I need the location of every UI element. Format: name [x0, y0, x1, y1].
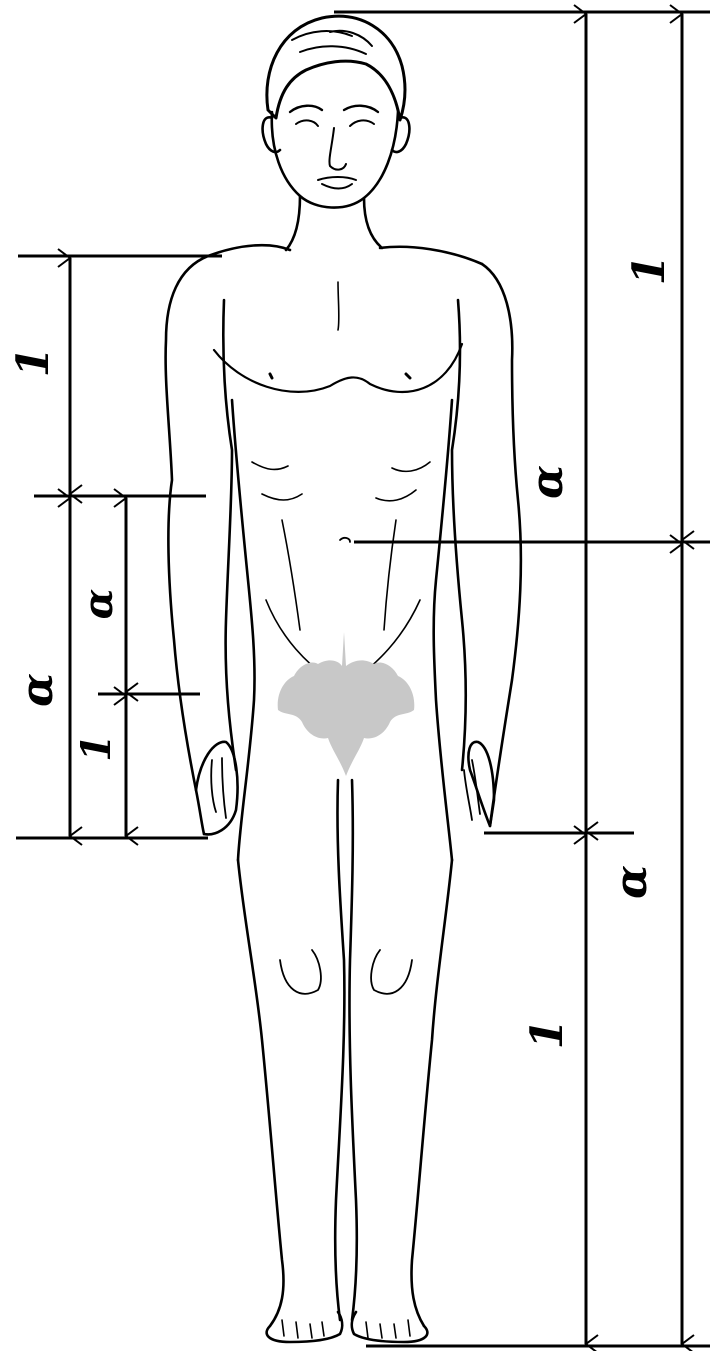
label-head-navel: 1 — [624, 255, 675, 286]
mouth — [318, 177, 356, 189]
torso-right — [434, 400, 452, 860]
shoulders — [208, 245, 482, 264]
left-leg-inner — [335, 780, 344, 1320]
label-elbow-wrist: α — [75, 589, 122, 620]
neck — [286, 196, 382, 250]
left-leg-outer — [238, 860, 284, 1326]
label-fingertip-floor: 1 — [522, 1019, 573, 1050]
navel — [340, 538, 350, 542]
left-knee — [280, 950, 321, 994]
right-foot — [352, 1312, 428, 1342]
label-navel-floor: α — [606, 865, 657, 899]
eyes — [296, 120, 374, 126]
right-arm-outer — [482, 264, 521, 826]
label-elbow-fingertip: α — [12, 673, 63, 707]
maple-leaf-icon — [278, 632, 415, 776]
label-shoulder-elbow: 1 — [8, 347, 59, 378]
eyebrows — [290, 106, 378, 112]
nose — [329, 128, 346, 170]
torso-left — [232, 400, 255, 860]
right-leg-outer — [412, 860, 453, 1326]
right-leg-inner — [349, 780, 356, 1320]
label-head-fingertip: α — [522, 465, 573, 499]
left-foot — [267, 1312, 343, 1342]
label-wrist-fingertip: 1 — [73, 734, 120, 762]
right-hand — [468, 742, 494, 826]
right-knee — [371, 950, 412, 994]
chest — [214, 344, 462, 392]
left-arm-outer — [166, 256, 208, 834]
face-outline — [272, 112, 398, 208]
right-arm-inner — [452, 300, 466, 770]
